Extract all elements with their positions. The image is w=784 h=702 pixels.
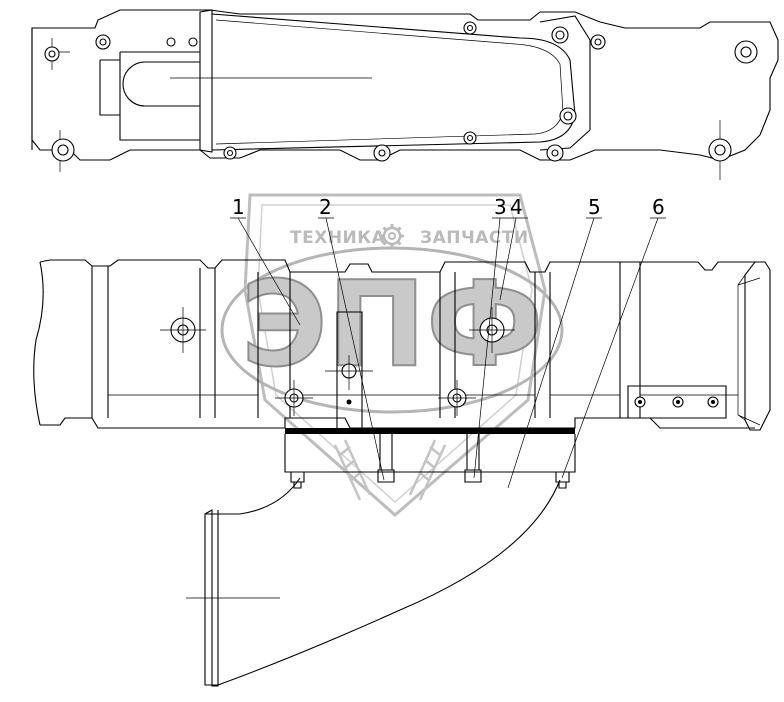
leader-1 <box>237 217 301 326</box>
top-view-holes <box>44 21 758 162</box>
front-view-left-edge <box>33 261 44 426</box>
callout-5: 5 <box>588 195 601 219</box>
front-view-studs <box>290 428 570 489</box>
front-view-right-flange <box>744 261 771 431</box>
top-view-outlet-taper <box>211 13 576 151</box>
leader-4 <box>499 217 517 301</box>
watermark-wheat-right <box>408 439 447 501</box>
watermark-shield-inner <box>257 204 533 504</box>
leader-3 <box>473 217 501 479</box>
callout-1: 1 <box>232 195 245 219</box>
callouts: 1 2 3 4 5 6 <box>230 195 666 489</box>
front-view-gasket <box>285 428 575 434</box>
callout-2: 2 <box>319 195 332 219</box>
top-view-slot <box>119 51 200 141</box>
leader-5 <box>507 217 595 489</box>
top-view-outlet-body <box>199 9 213 153</box>
top-view <box>31 9 779 180</box>
watermark-wheat-left <box>333 439 372 501</box>
front-view-right-flange-hatch <box>737 274 761 426</box>
watermark-text-right: ЗАПЧАСТИ <box>420 228 529 248</box>
top-view-flange <box>539 15 591 151</box>
callout-3: 3 <box>494 195 507 219</box>
callout-6: 6 <box>652 195 665 219</box>
front-view-top-edge <box>39 259 765 273</box>
front-view-pipe-block <box>284 434 576 473</box>
front-view-ribs <box>91 262 641 418</box>
gear-icon <box>380 224 404 248</box>
front-view-outlet-flange <box>204 509 219 687</box>
front-view-bolt-strip <box>627 385 727 419</box>
top-view-inner-step <box>99 59 120 116</box>
callout-4: 4 <box>510 195 523 219</box>
front-view <box>33 259 771 687</box>
front-view-centermarks <box>160 307 515 416</box>
top-view-outlet-taper-inner <box>215 19 564 145</box>
watermark-text-left: ТЕХНИКА <box>290 228 386 248</box>
leader-6 <box>561 217 659 479</box>
top-view-outline <box>31 9 779 161</box>
watermark-shield <box>243 193 547 517</box>
leader-2 <box>325 217 385 481</box>
front-view-bottom-edge <box>40 417 755 429</box>
front-view-outlet-elbow <box>204 477 561 686</box>
